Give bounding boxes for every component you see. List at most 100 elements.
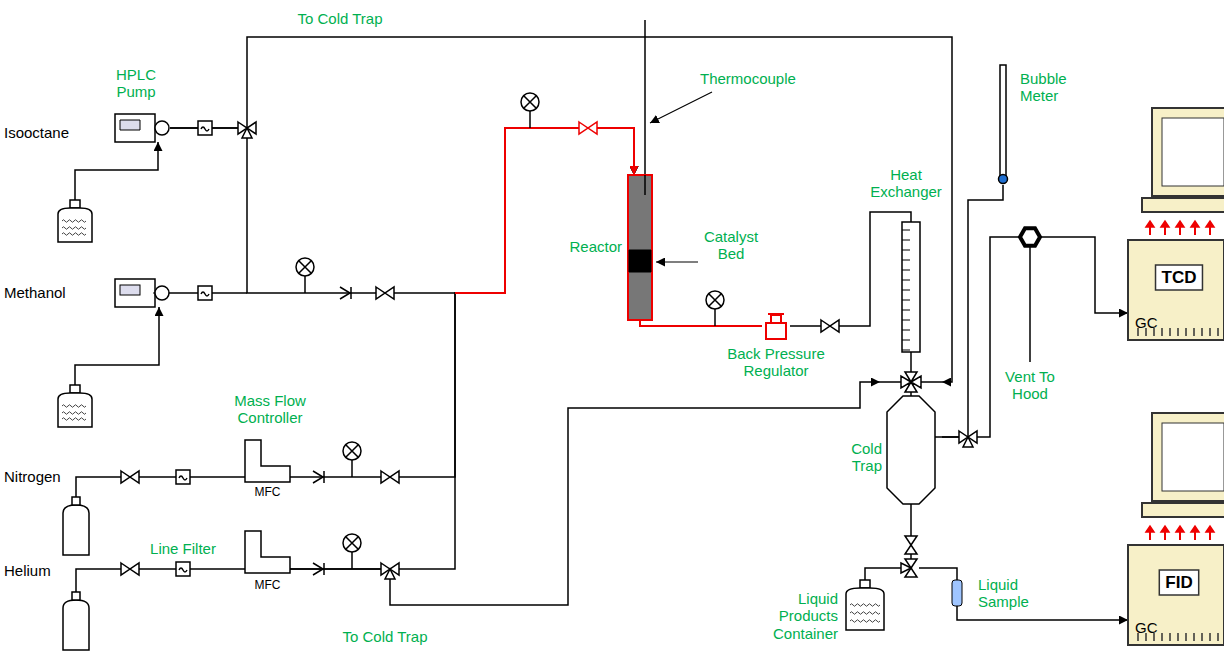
valve-symbol [905, 536, 917, 554]
valve-symbol [821, 320, 839, 332]
sample-vial [952, 580, 962, 606]
icon-part [62, 220, 86, 223]
pump-head [155, 286, 169, 300]
sample-line [919, 568, 957, 580]
icon-part [58, 393, 92, 427]
part-label: Catalyst Bed [700, 228, 762, 263]
part-label: Liquid Sample [978, 576, 1038, 611]
icon-part [1193, 328, 1195, 336]
icon-part [63, 600, 89, 650]
icon-part [1185, 328, 1187, 336]
three-way-valve [238, 122, 256, 138]
icon-part [62, 412, 86, 415]
heated-line [455, 128, 634, 293]
mass-flow-controller: Mass Flow ControllerMFC [245, 440, 290, 482]
check-valve [340, 287, 351, 299]
pipe-line [290, 382, 880, 605]
signal-arrow [1146, 526, 1154, 540]
icon-part [1217, 633, 1219, 641]
pipe-line [290, 128, 634, 477]
gas-cylinder-icon [63, 592, 89, 650]
hplc-pump: HPLC Pump [115, 114, 170, 142]
pipe-line [76, 477, 245, 497]
icon-part [70, 385, 80, 393]
icon-part [245, 440, 290, 482]
component-label: Nitrogen [4, 468, 70, 485]
back-pressure-regulator: Back Pressure Regulator [762, 313, 790, 339]
gas-cylinder: Nitrogen [63, 497, 89, 555]
pressure-gauge [296, 258, 314, 293]
pipe-line [910, 352, 912, 370]
three-way-valve [381, 563, 399, 579]
component-label: MFC [240, 579, 295, 593]
bubble-meter: Bubble Meter [997, 65, 1009, 185]
monitor-base [1142, 198, 1224, 212]
component-label: HPLC Pump [100, 66, 172, 101]
pipe-line [290, 128, 634, 569]
icon-part [768, 313, 784, 315]
icon-part [1193, 633, 1195, 641]
leader-line [656, 261, 698, 262]
gas-chromatograph: TCD GC [1128, 240, 1224, 340]
cold-trap: Cold Trap [880, 370, 942, 523]
component-label: GC [1135, 314, 1169, 331]
icon-part [1201, 633, 1203, 641]
valve-symbol [121, 563, 139, 575]
monitor-screen [1162, 118, 1224, 186]
component-label: Isooctane [4, 124, 78, 141]
signal-arrow [1206, 221, 1214, 235]
icon-part [901, 372, 921, 392]
pressure-gauge [343, 534, 361, 569]
pipe-line [170, 37, 952, 382]
icon-part [628, 175, 652, 320]
heated-line [640, 320, 762, 326]
pressure-gauge [706, 291, 724, 326]
component-label: Methanol [4, 284, 78, 301]
gas-chromatograph: FIDGC [1128, 545, 1224, 645]
gas-cylinder: Helium [63, 592, 89, 650]
mass-flow-controller-icon [245, 531, 290, 573]
icon-part [245, 531, 290, 573]
icon-part [1169, 328, 1171, 336]
bubble-meter-icon [997, 65, 1009, 185]
icon-part [1128, 545, 1224, 645]
icon-part [902, 260, 910, 261]
valve-symbol [121, 471, 139, 483]
icon-part [902, 270, 910, 271]
reactor: Reactor [628, 175, 652, 320]
detector-label: TCD [1146, 268, 1212, 288]
icon-part [62, 227, 86, 230]
icon-part [58, 208, 92, 242]
signal-arrow [1191, 526, 1199, 540]
detector-label: FID [1146, 573, 1212, 593]
line-filter [198, 121, 212, 135]
icon-part [850, 620, 880, 623]
component-label: Cold Trap [826, 440, 882, 475]
liquid-products-container-icon [843, 580, 887, 630]
monitor-screen [1162, 423, 1224, 491]
icon-part [850, 604, 880, 607]
signal-arrow [1206, 526, 1214, 540]
check-valve [313, 471, 324, 483]
icon-part [1209, 633, 1211, 641]
gas-cylinder-icon [63, 497, 89, 555]
vent-line [1029, 246, 1031, 362]
reagent-bottle: Isooctane [55, 200, 95, 242]
icon-part [72, 497, 80, 505]
liquid-products-container: Liquid Products Container [843, 580, 887, 630]
icon-part [902, 250, 910, 251]
icon-part [70, 200, 80, 208]
pressure-gauge [343, 442, 361, 477]
reagent-bottle: Methanol [55, 385, 95, 427]
pipe-line [75, 142, 158, 200]
thermocouple-wire [644, 20, 646, 175]
pump-body [115, 279, 155, 307]
valve-symbol [579, 122, 597, 134]
component-label: Back Pressure Regulator [722, 345, 830, 380]
component-label: Heat Exchanger [866, 166, 946, 201]
monitor-frame [1152, 108, 1224, 196]
valve-symbol [376, 287, 394, 299]
icon-part [115, 114, 155, 142]
heat-exchanger: Heat Exchanger [898, 222, 924, 352]
